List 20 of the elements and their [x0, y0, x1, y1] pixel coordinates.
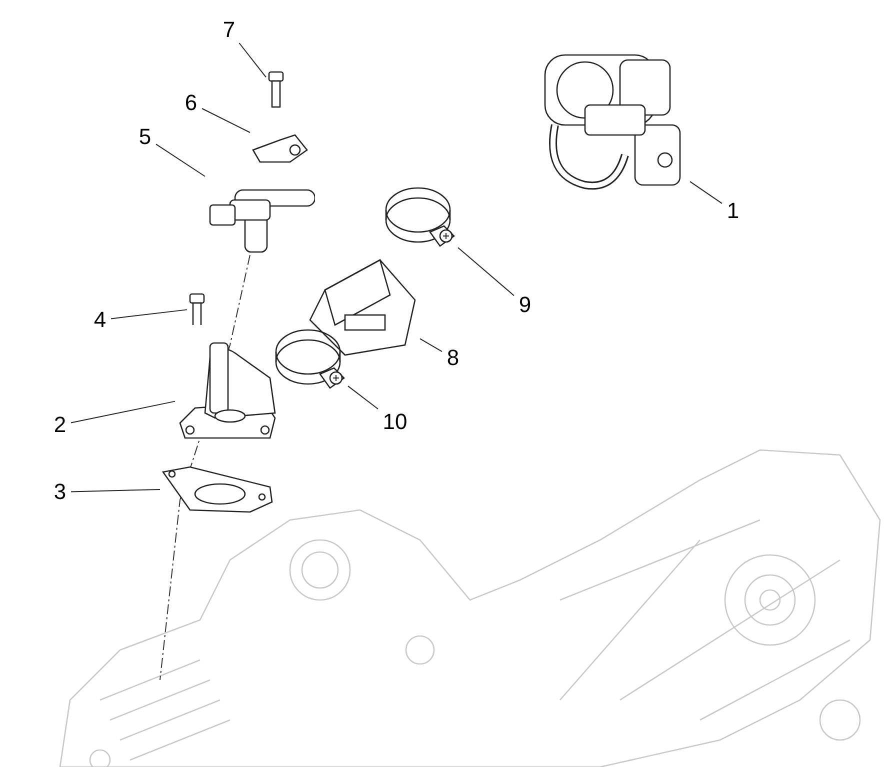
callout-number: 4	[94, 309, 106, 331]
callout-number: 2	[54, 414, 66, 436]
callout-number: 7	[222, 19, 236, 41]
callout-number: 9	[518, 294, 532, 316]
callout-number: 10	[382, 411, 408, 433]
leader-line	[202, 108, 250, 133]
leader-line	[70, 488, 160, 492]
leader-line	[238, 42, 266, 78]
leader-line	[458, 247, 514, 296]
leader-line	[70, 400, 176, 424]
leader-line	[348, 386, 378, 410]
callout-number: 8	[446, 347, 460, 369]
callout-number: 5	[138, 126, 152, 148]
leader-line	[420, 338, 442, 352]
callout-number: 3	[54, 481, 66, 503]
callout-number: 6	[184, 92, 198, 114]
leader-line	[156, 144, 206, 177]
leader-line	[110, 309, 188, 320]
callout-number: 1	[726, 200, 740, 222]
leader-line	[690, 181, 722, 204]
